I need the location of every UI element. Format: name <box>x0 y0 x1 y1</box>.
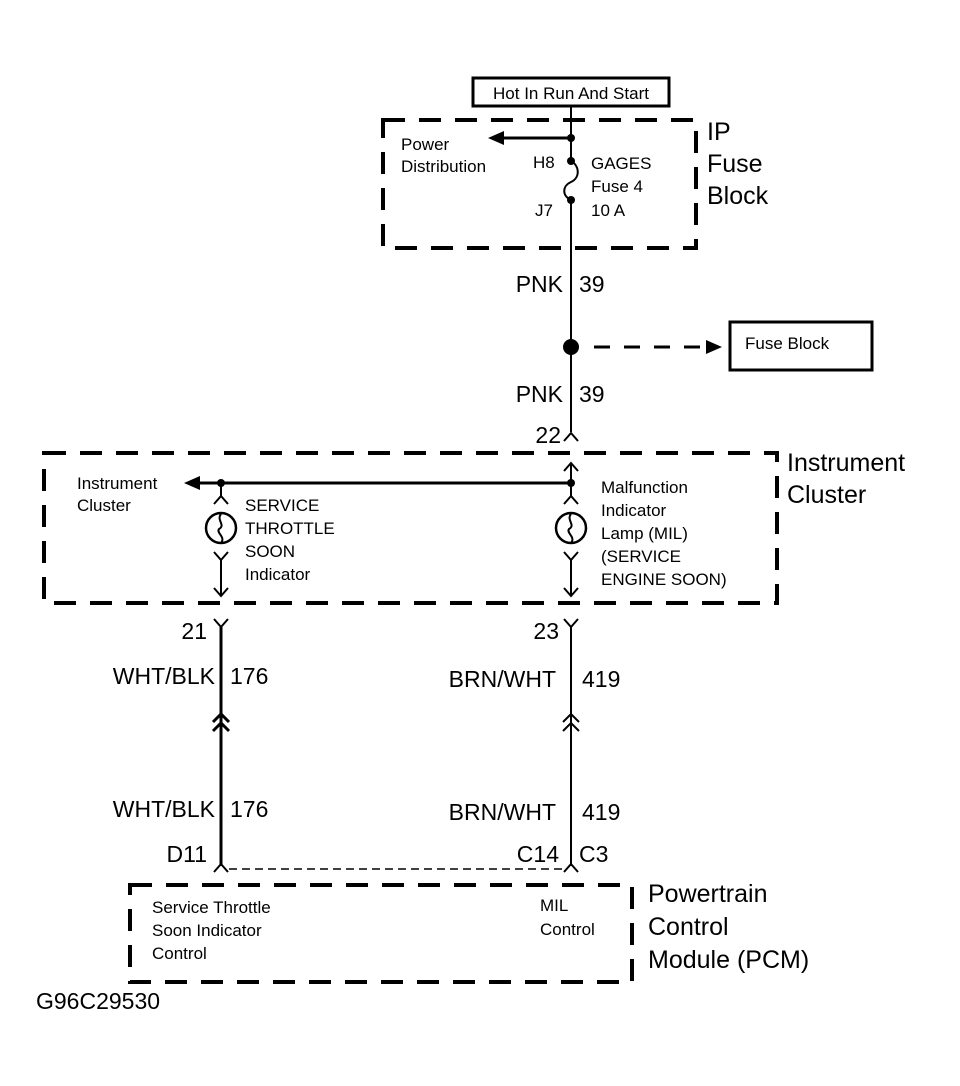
connector-22-icon <box>563 431 579 442</box>
wire-color-brn-wht-upper: BRN/WHT <box>449 666 556 692</box>
arrow-left-icon <box>184 476 200 490</box>
pcm-mil-control-label: MIL Control <box>540 896 595 939</box>
fuse-block-label: Fuse Block <box>745 334 830 353</box>
pcm-terminal-c3: C3 <box>579 841 608 867</box>
connector-23-icon <box>563 618 579 629</box>
pcm-connector-right-icon <box>563 862 579 873</box>
svg-text:Fuse 4: Fuse 4 <box>591 177 643 196</box>
svg-text:GAGES: GAGES <box>591 154 651 173</box>
svg-text:Power: Power <box>401 135 450 154</box>
wire-color-pnk-upper: PNK <box>516 271 564 297</box>
svg-text:Module (PCM): Module (PCM) <box>648 946 809 974</box>
svg-text:Instrument: Instrument <box>787 449 905 477</box>
power-distribution-label: Power Distribution <box>401 135 486 176</box>
instrument-cluster-title: Instrument Cluster <box>787 449 905 509</box>
wire-circuit-176-lower: 176 <box>230 796 268 822</box>
inline-connector-right-icon <box>562 712 580 732</box>
pcm-terminal-d11: D11 <box>167 841 208 867</box>
svg-text:Cluster: Cluster <box>787 481 866 509</box>
connector-21-icon <box>213 618 229 629</box>
inline-connector-left-icon <box>211 711 231 733</box>
internal-instrument-cluster-label: Instrument Cluster <box>77 474 158 515</box>
svg-text:Control: Control <box>648 913 729 941</box>
pcm-title: Powertrain Control Module (PCM) <box>648 880 809 974</box>
svg-text:Cluster: Cluster <box>77 496 131 515</box>
svg-text:Control: Control <box>540 920 595 939</box>
fuse-terminal-top-label: H8 <box>533 153 555 172</box>
svg-text:Service Throttle: Service Throttle <box>152 898 271 917</box>
splice-dot <box>567 134 575 142</box>
pcm-sts-control-label: Service Throttle Soon Indicator Control <box>152 898 271 963</box>
power-source-box: Hot In Run And Start <box>471 76 671 108</box>
sts-indicator-label: SERVICE THROTTLE SOON Indicator <box>245 496 335 584</box>
instrument-cluster-boundary <box>42 451 779 605</box>
wire-circuit-39-upper: 39 <box>579 271 605 297</box>
svg-text:IP: IP <box>707 118 731 146</box>
svg-text:Indicator: Indicator <box>245 565 311 584</box>
mil-label: Malfunction Indicator Lamp (MIL) (SERVIC… <box>601 478 727 589</box>
fuse-terminal-bottom-label: J7 <box>535 201 553 220</box>
svg-text:ENGINE SOON): ENGINE SOON) <box>601 570 727 589</box>
wire-color-wht-blk-lower: WHT/BLK <box>113 796 216 822</box>
fuse-label: GAGES Fuse 4 10 A <box>591 154 651 220</box>
svg-text:Instrument: Instrument <box>77 474 158 493</box>
svg-text:10 A: 10 A <box>591 201 626 220</box>
svg-text:Powertrain: Powertrain <box>648 880 768 908</box>
svg-text:Soon Indicator: Soon Indicator <box>152 921 262 940</box>
svg-text:Block: Block <box>707 182 769 210</box>
svg-text:Lamp (MIL): Lamp (MIL) <box>601 524 688 543</box>
mil-bulb <box>554 483 588 598</box>
wire-color-brn-wht-lower: BRN/WHT <box>449 799 556 825</box>
connector-23-label: 23 <box>533 618 559 644</box>
pcm-terminal-c14: C14 <box>517 841 559 867</box>
svg-text:THROTTLE: THROTTLE <box>245 519 335 538</box>
fuse-icon <box>563 160 579 201</box>
arrow-left-icon <box>488 131 504 145</box>
power-source-label: Hot In Run And Start <box>493 84 649 103</box>
arrow-right-icon <box>706 340 722 354</box>
splice-node <box>563 339 579 355</box>
svg-text:SOON: SOON <box>245 542 295 561</box>
service-throttle-soon-bulb <box>204 483 238 598</box>
figure-id: G96C29530 <box>36 988 160 1014</box>
connector-21-label: 21 <box>181 618 207 644</box>
svg-text:(SERVICE: (SERVICE <box>601 547 681 566</box>
wire-circuit-176-upper: 176 <box>230 663 268 689</box>
svg-text:Indicator: Indicator <box>601 501 667 520</box>
svg-text:Control: Control <box>152 944 207 963</box>
fuse-block-box: Fuse Block <box>728 320 874 372</box>
pcm-boundary <box>128 883 634 984</box>
svg-text:SERVICE: SERVICE <box>245 496 319 515</box>
ip-fuse-block-title: IP Fuse Block <box>707 118 769 210</box>
wire-circuit-419-lower: 419 <box>582 799 620 825</box>
pcm-connector-left-icon <box>213 862 229 873</box>
svg-text:Distribution: Distribution <box>401 157 486 176</box>
svg-text:MIL: MIL <box>540 896 568 915</box>
wire-circuit-39-lower: 39 <box>579 381 605 407</box>
svg-text:Malfunction: Malfunction <box>601 478 688 497</box>
ip-fuse-block-boundary <box>381 118 698 250</box>
svg-text:Fuse: Fuse <box>707 150 763 178</box>
wire-circuit-419-upper: 419 <box>582 666 620 692</box>
connector-22-label: 22 <box>535 422 561 448</box>
wire-color-wht-blk-upper: WHT/BLK <box>113 663 216 689</box>
wire-color-pnk-lower: PNK <box>516 381 564 407</box>
